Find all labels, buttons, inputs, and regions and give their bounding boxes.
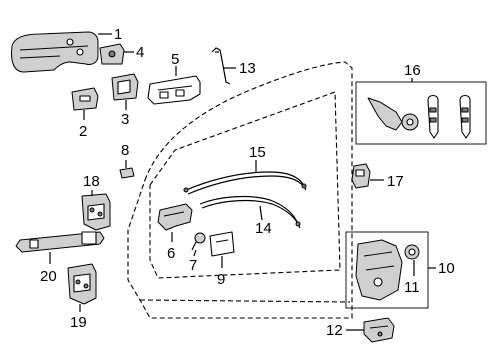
- callout-17: 17: [387, 173, 404, 190]
- lower-hinge-part: [67, 263, 97, 305]
- lock-cylinder-set: [355, 81, 487, 145]
- callout-12: 12: [326, 322, 343, 339]
- callout-1: 1: [114, 26, 122, 43]
- callout-16: 16: [404, 62, 421, 79]
- leader-lines: [49, 33, 436, 331]
- upper-hinge-part: [81, 193, 111, 231]
- door-check-part: [15, 231, 105, 253]
- callout-11: 11: [404, 279, 420, 296]
- callout-2: 2: [79, 123, 87, 140]
- screw-part: [191, 232, 206, 251]
- callout-5: 5: [171, 51, 179, 68]
- callout-labels: 1 2 3 4 5 6 7 8 9 10 11 12 13 14 15 16 1…: [40, 26, 455, 339]
- callout-13: 13: [239, 60, 256, 77]
- bracket-part: [363, 317, 395, 343]
- callout-19: 19: [70, 314, 87, 331]
- callout-8: 8: [121, 142, 129, 159]
- handle-frame-part: [147, 75, 201, 105]
- callout-20: 20: [40, 268, 57, 285]
- callout-3: 3: [121, 111, 129, 128]
- striker-part: [351, 163, 371, 189]
- outside-handle-part: [11, 31, 99, 73]
- cable-parts: [183, 171, 307, 229]
- cover-part: [209, 231, 235, 257]
- callout-18: 18: [83, 173, 100, 190]
- door-outline: [127, 61, 353, 319]
- callout-9: 9: [217, 271, 225, 288]
- rod-part: [211, 47, 231, 85]
- inside-handle-part: [157, 203, 193, 231]
- escutcheon-part: [71, 87, 99, 111]
- callout-7: 7: [189, 257, 197, 274]
- callout-6: 6: [167, 245, 175, 262]
- callout-14: 14: [255, 220, 272, 237]
- handle-bezel-part: [111, 73, 139, 101]
- small-block-part: [119, 167, 135, 179]
- callout-4: 4: [136, 44, 144, 61]
- lock-actuator-set: [345, 231, 429, 309]
- callout-10: 10: [438, 260, 455, 277]
- callout-15: 15: [249, 144, 266, 161]
- handle-cap-part: [99, 43, 125, 65]
